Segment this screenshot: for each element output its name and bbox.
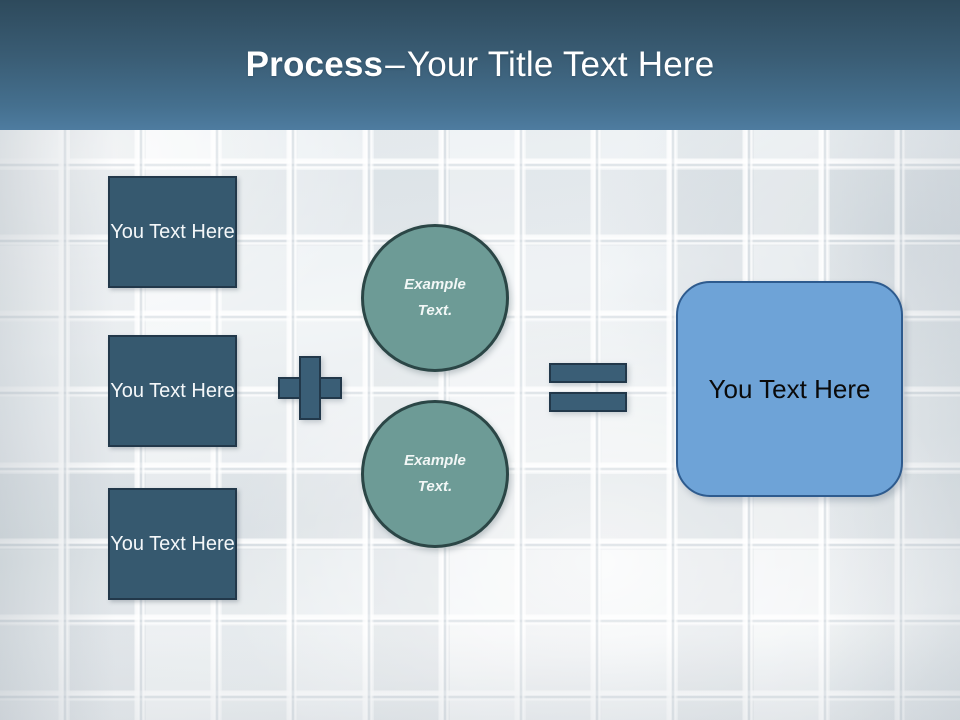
equals-icon-bottom-bar	[549, 392, 627, 412]
result-box[interactable]: You Text Here	[676, 281, 903, 497]
input-box-2[interactable]: You Text Here	[108, 335, 237, 447]
equals-icon	[549, 363, 627, 412]
result-box-label: You Text Here	[708, 373, 871, 404]
example-circle-1-line2: Text.	[417, 302, 453, 319]
input-box-1[interactable]: You Text Here	[108, 176, 237, 288]
example-circle-2-line2: Text.	[417, 478, 453, 495]
slide-header-band: Process–Your Title Text Here	[0, 0, 960, 130]
input-box-1-label: You Text Here	[110, 220, 235, 243]
example-circle-1-line1: Example	[404, 275, 466, 293]
input-box-3-label: You Text Here	[110, 532, 235, 555]
input-box-3[interactable]: You Text Here	[108, 488, 237, 600]
example-circle-2-line1: Example	[404, 451, 466, 469]
page-title: Process–Your Title Text Here	[246, 45, 715, 85]
plus-icon-center-patch	[301, 379, 319, 397]
input-box-2-label: You Text Here	[110, 379, 235, 402]
page-title-strong: Process	[245, 45, 384, 84]
page-title-dash: –	[385, 45, 405, 84]
page-title-rest: Your Title Text Here	[406, 45, 715, 84]
plus-icon	[278, 356, 342, 420]
equals-icon-top-bar	[549, 363, 627, 383]
